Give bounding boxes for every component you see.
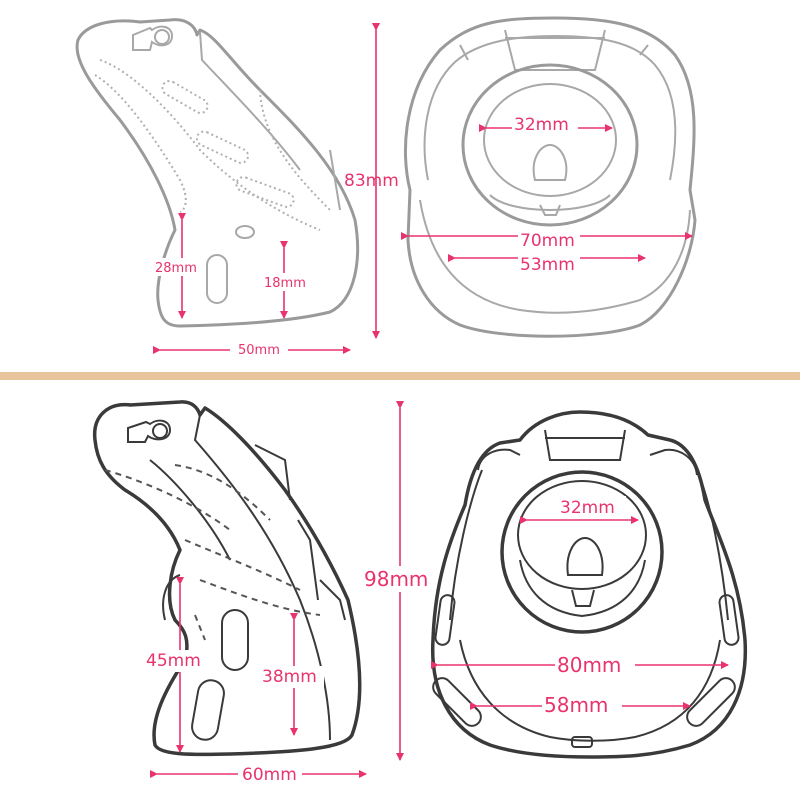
small-outer-width-label: 70mm [520, 231, 575, 251]
small-front-dimensions: 32mm 70mm 53mm [401, 114, 693, 275]
small-ring-label: 32mm [514, 115, 569, 135]
small-length-label: 50mm [238, 343, 280, 358]
small-hole-front-label: 28mm [155, 261, 197, 276]
section-separator [0, 372, 800, 380]
small-side-dimensions: 83mm 50mm 28mm 18mm [152, 23, 399, 360]
small-height-label: 83mm [344, 171, 399, 191]
small-hole-back-label: 18mm [264, 276, 306, 291]
small-inner-width-label: 53mm [520, 255, 575, 275]
large-length-label: 60mm [242, 765, 297, 785]
large-front-view [430, 410, 748, 759]
large-side-dimensions: 98mm 60mm 45mm 38mm [144, 401, 442, 786]
small-side-view [75, 18, 360, 328]
large-inner-width-label: 58mm [544, 693, 608, 717]
large-hole-back-label: 38mm [262, 667, 317, 687]
large-lock-icon [127, 419, 172, 443]
small-lock-icon [132, 25, 174, 51]
large-side-view [93, 400, 362, 757]
large-ring-label: 32mm [560, 498, 615, 518]
large-outer-width-label: 80mm [557, 653, 621, 677]
large-height-label: 98mm [364, 567, 428, 591]
large-hole-front-label: 45mm [146, 651, 201, 671]
large-front-dimensions: 32mm 80mm 58mm [431, 496, 729, 718]
small-front-view [403, 16, 697, 338]
